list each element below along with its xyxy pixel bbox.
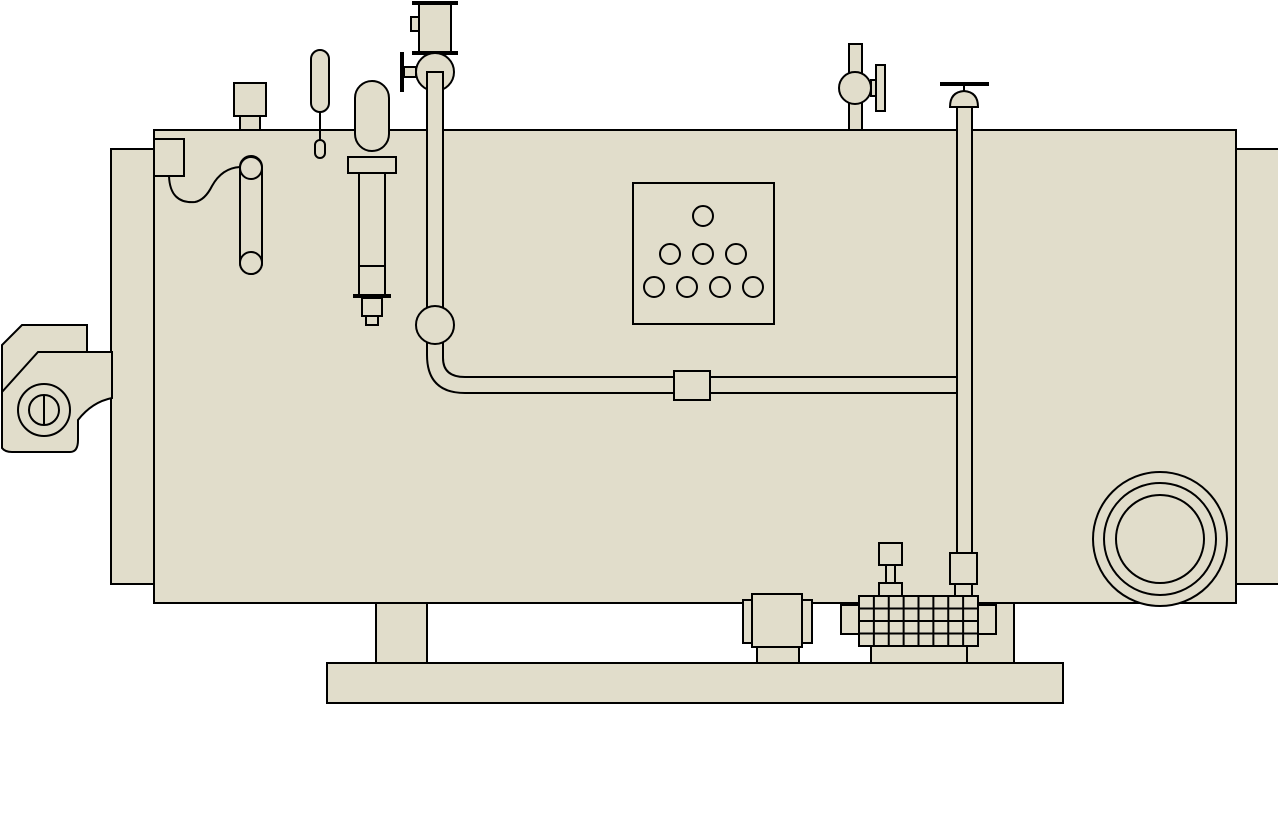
safety-valve-lower	[358, 265, 386, 297]
motor-body	[751, 593, 803, 648]
pressure-switch-stem	[239, 115, 261, 131]
level-probe	[310, 49, 330, 113]
manway-cover	[1115, 494, 1205, 584]
safety-valve-flange	[347, 156, 397, 174]
sight-glass-top-cap	[239, 156, 263, 180]
safety-valve-body	[358, 172, 386, 267]
panel-indicator-light	[709, 276, 731, 298]
pressure-switch-body	[233, 82, 267, 117]
burner-housing-edge	[1, 351, 87, 393]
front-controls	[153, 49, 397, 326]
rear-end-plate	[1229, 148, 1278, 585]
control-junction-box	[153, 138, 185, 177]
boiler-shell	[110, 129, 1278, 604]
steam-piping	[400, 1, 989, 556]
base-skid	[326, 662, 1064, 704]
panel-indicator-light	[692, 205, 714, 227]
panel-indicator-light	[725, 243, 747, 265]
steam-outlet-body	[418, 1, 452, 53]
level-probe-tip	[314, 139, 326, 159]
pump-cooling-fins	[859, 596, 978, 646]
pump-pressure-block	[949, 552, 978, 585]
pipe-union-block	[673, 370, 711, 401]
pump-right-cap	[976, 604, 997, 635]
feed-valve-bonnet	[948, 89, 980, 108]
burner-assembly	[1, 324, 113, 453]
vent-valve-body	[838, 71, 872, 105]
pump-left-cap	[840, 604, 861, 635]
feed-pump-assembly	[742, 542, 997, 664]
panel-indicators	[643, 205, 764, 298]
safety-valve-nozzle	[361, 297, 383, 317]
control-panel	[632, 182, 775, 325]
control-cable	[168, 166, 241, 204]
panel-indicator-light	[659, 243, 681, 265]
pipe-elbow-joint	[415, 305, 455, 345]
vent-valve	[838, 43, 886, 131]
steam-outlet-side-fitting	[410, 16, 420, 32]
panel-indicator-light	[676, 276, 698, 298]
pump-outlet-neck	[954, 583, 973, 597]
panel-indicator-light	[692, 243, 714, 265]
manway	[1092, 471, 1228, 607]
feed-riser-pipe	[956, 106, 973, 556]
stop-valve-stem	[403, 66, 417, 78]
panel-indicator-light	[643, 276, 665, 298]
pump-gauge-head	[878, 542, 903, 566]
pump-gauge-stem	[885, 564, 896, 584]
pump-gauge-base	[878, 582, 903, 597]
sight-glass-bottom-cap	[239, 251, 263, 275]
pump-stand	[870, 645, 968, 664]
vent-valve-handle	[875, 64, 886, 112]
safety-valve-tip	[365, 315, 379, 326]
safety-valve-cap	[354, 80, 390, 152]
panel-indicator-light	[742, 276, 764, 298]
